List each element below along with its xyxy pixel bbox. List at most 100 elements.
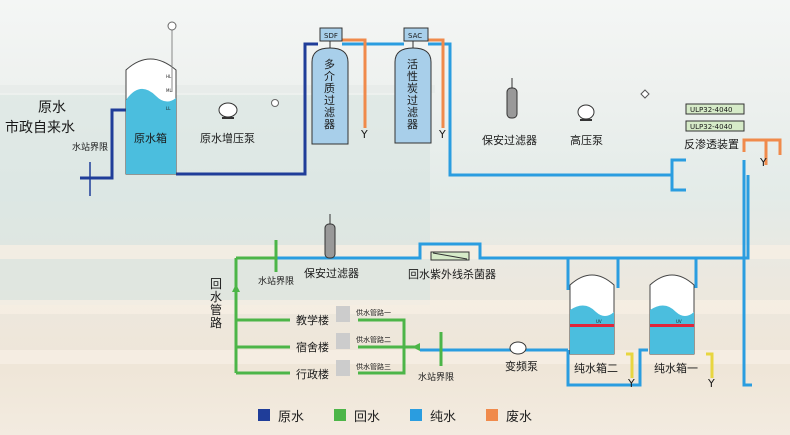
raw-water-tank: HL ML LL (125, 21, 177, 175)
vertical-label-char: 过 (324, 94, 335, 107)
building-admin-label: 行政楼 (296, 367, 329, 381)
ro-branch-pipe (670, 158, 686, 192)
sac-valve-head (403, 27, 429, 42)
sdf-valve-head (319, 27, 343, 42)
legend-label: 原水 (277, 409, 304, 425)
level-switch-icon (167, 21, 177, 31)
legend: 原水 回水 纯水 废水 (0, 400, 790, 430)
background-desk (0, 245, 790, 259)
security-filter-label: 保安过滤器 (482, 133, 537, 147)
ro-product-pipe (742, 160, 752, 387)
pressure-gauge-icon (271, 99, 279, 107)
raw-inlet-pipe (80, 108, 126, 180)
raw-pump-label: 原水增压泵 (200, 131, 255, 145)
high-pressure-pump-label: 高压泵 (570, 133, 603, 147)
tank2-drain (626, 352, 634, 378)
vertical-label-char: 过 (407, 94, 418, 107)
sac-waste-pipe (428, 38, 445, 128)
return-main-pipe (276, 242, 700, 260)
background-board-frame (0, 85, 435, 93)
uv-tag: UV (596, 319, 602, 324)
waste-water-pipes (342, 38, 782, 165)
vertical-label-char: 器 (407, 118, 418, 131)
sdf-waste-pipe (342, 38, 367, 128)
ro-membrane-2-label: ULP32-4040 (690, 123, 733, 131)
sac-tag: SAC (408, 32, 422, 40)
vertical-label-char: 性 (407, 69, 418, 83)
tank2-drain-label: Y (627, 377, 635, 390)
vertical-label-char: 路 (210, 315, 222, 330)
ro-membrane-2: ULP32-4040 (685, 120, 745, 132)
tank-drain-pipes (626, 352, 714, 378)
pure-water-tank-2: UV (569, 274, 615, 355)
tank1-drain-label: Y (707, 377, 715, 390)
building-teaching-label: 教学楼 (296, 313, 329, 327)
tank-feed-pipe (616, 258, 698, 288)
background-chalkboard (0, 95, 430, 305)
pure-tank-1-label: 纯水箱一 (654, 361, 698, 375)
pure-water-tank-1: UV (649, 274, 695, 355)
legend-swatch (257, 409, 270, 421)
vertical-label-char: 多 (324, 57, 335, 71)
return-water-pipes (234, 240, 443, 375)
flow-arrow-up-icon (232, 284, 240, 292)
legend-item: 原水 (257, 406, 304, 425)
pure-water-pipes (276, 42, 752, 387)
return-uv-sterilizer-icon (430, 251, 470, 261)
ro-to-tanks-pipe (618, 175, 750, 260)
high-pressure-pump-icon (577, 104, 595, 121)
level-ll-tag: LL (166, 106, 171, 111)
legend-label: 纯水 (430, 409, 457, 425)
legend-item: 废水 (486, 406, 532, 425)
vertical-label-char: 滤 (324, 106, 335, 119)
level-ml-tag: ML (166, 88, 172, 93)
raw-source-label-2: 市政自来水 (5, 119, 75, 136)
flow-arrow-left-icon (412, 343, 420, 351)
pure-tank-2-label: 纯水箱二 (574, 361, 618, 375)
sac-drain-label: Y (438, 128, 446, 141)
tank-bottom-pipe (566, 348, 648, 387)
ro-drain-label: Y (759, 156, 767, 169)
building-icon (336, 306, 350, 322)
vfd-pump-icon (509, 341, 527, 355)
legend-label: 回水 (353, 409, 380, 425)
raw-source-label: 原水 (38, 100, 66, 116)
legend-swatch (333, 409, 346, 421)
station-boundary-label: 水站界限 (72, 141, 108, 153)
supply-manifold (358, 318, 420, 375)
legend-swatch (486, 409, 499, 421)
ro-membrane-1-label: ULP32-4040 (690, 106, 733, 114)
return-security-filter-icon (324, 214, 336, 259)
uv-tag: UV (676, 319, 682, 324)
building-icon (336, 333, 350, 349)
level-hl-tag: HL (166, 74, 172, 79)
supply-line-2-label: 供水管路二 (356, 335, 391, 344)
vertical-label-char: 滤 (407, 106, 418, 119)
sdf-drain-label: Y (360, 128, 368, 141)
return-uv-label: 回水紫外线杀菌器 (408, 267, 496, 281)
ro-membrane-1: ULP32-4040 (685, 103, 745, 115)
vertical-label-char: 回 (210, 277, 222, 291)
vertical-label-char: 水 (210, 290, 222, 304)
vertical-label-char: 炭 (407, 82, 418, 95)
raw-tank-water (126, 88, 176, 174)
vertical-label-char: 活 (407, 58, 418, 71)
vertical-label-char: 管 (210, 302, 222, 317)
return-boundary-label: 水站界限 (258, 275, 294, 287)
tank1-drain (706, 352, 714, 378)
building-icons (336, 306, 350, 376)
raw-tank-outlet-pipe (176, 42, 318, 176)
legend-label: 废水 (506, 409, 533, 425)
sdf-tag: SDF (324, 32, 338, 40)
ro-device-label: 反渗透装置 (684, 137, 739, 151)
vertical-label-char: 质 (324, 82, 335, 95)
raw-tank-label: 原水箱 (134, 131, 167, 145)
legend-item: 纯水 (410, 406, 456, 425)
legend-item: 回水 (333, 406, 380, 425)
